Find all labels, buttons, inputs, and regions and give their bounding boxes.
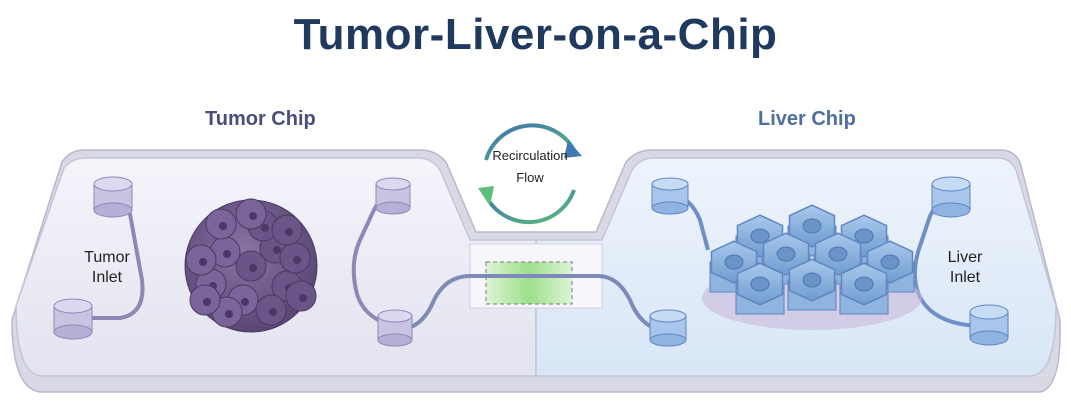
tumor-port-top-right xyxy=(375,177,411,215)
recirculation-line2: Flow xyxy=(516,170,544,185)
liver-port-top-right xyxy=(931,176,971,218)
tumor-cell-nucleus xyxy=(285,228,293,236)
tumor-inlet-label: Tumor Inlet xyxy=(72,248,142,288)
tumor-port-top-left xyxy=(93,176,133,218)
tumor-cell-nucleus xyxy=(223,250,231,258)
diagram-title: Tumor-Liver-on-a-Chip xyxy=(293,10,778,59)
liver-port-bottom-right xyxy=(969,304,1009,346)
liver-inlet-label: Liver Inlet xyxy=(930,248,1000,288)
liver-cell-nucleus xyxy=(802,272,822,288)
tumor-cell-nucleus xyxy=(293,256,301,264)
exchange-zone xyxy=(485,261,573,305)
tumor-cell-nucleus xyxy=(269,308,277,316)
tumor-cell-nucleus xyxy=(203,298,211,306)
tumor-spheroid xyxy=(184,198,318,333)
liver-cell-nucleus xyxy=(854,228,874,244)
recirculation-line1: Recirculation xyxy=(492,148,568,163)
liver-tissue xyxy=(702,204,922,330)
liver-port-top-left xyxy=(651,177,689,215)
tumor-cell-nucleus xyxy=(273,246,281,254)
liver-cell-nucleus xyxy=(828,246,848,262)
tumor-inlet-line1: Tumor xyxy=(84,249,130,266)
liver-cell-nucleus xyxy=(802,218,822,234)
tumor-port-bottom-left xyxy=(53,298,93,340)
liver-cell-nucleus xyxy=(776,246,796,262)
tumor-cell-nucleus xyxy=(219,222,227,230)
tumor-cell-nucleus xyxy=(261,224,269,232)
recirculation-label: Recirculation Flow xyxy=(470,145,590,189)
tumor-inlet-line2: Inlet xyxy=(91,269,123,286)
liver-port-bottom-left xyxy=(649,309,687,347)
tumor-cell-nucleus xyxy=(199,258,207,266)
liver-cell-nucleus xyxy=(750,228,770,244)
tumor-cell-nucleus xyxy=(249,264,257,272)
liver-cell-nucleus xyxy=(750,276,770,292)
tumor-cell-nucleus xyxy=(299,294,307,302)
tumor-chip-label: Tumor Chip xyxy=(205,108,316,130)
liver-cell-nucleus xyxy=(854,276,874,292)
liver-cell-nucleus xyxy=(880,254,900,270)
tumor-cell-nucleus xyxy=(249,212,257,220)
recirculation-arrows xyxy=(478,123,582,225)
tumor-cell-nucleus xyxy=(225,310,233,318)
liver-inlet-line2: Inlet xyxy=(949,269,981,286)
tumor-cell-nucleus xyxy=(241,298,249,306)
tumor-port-bottom-right xyxy=(377,309,413,347)
liver-inlet-line1: Liver xyxy=(947,249,983,266)
liver-chip-label: Liver Chip xyxy=(758,108,856,130)
liver-cell-nucleus xyxy=(724,254,744,270)
connecting-channel xyxy=(395,274,667,332)
